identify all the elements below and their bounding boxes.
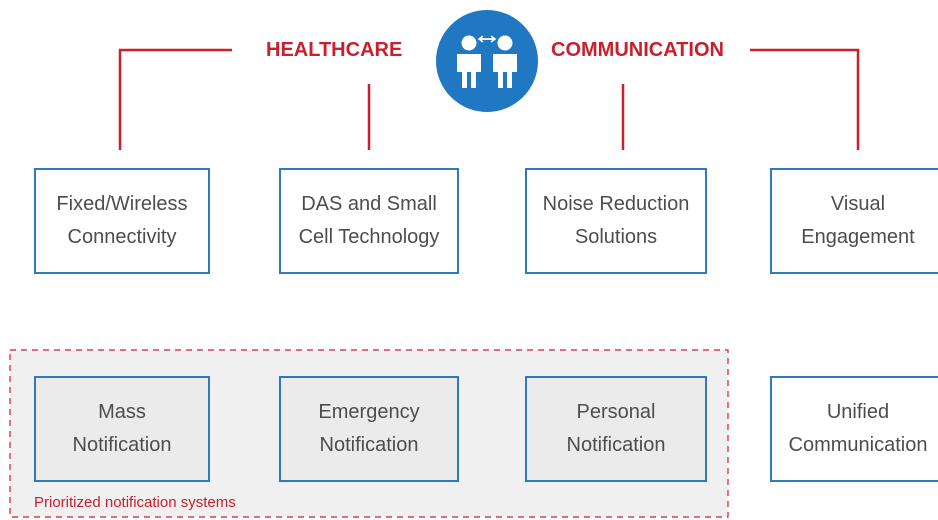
group-caption: Prioritized notification systems xyxy=(34,494,236,511)
communication-title: COMMUNICATION xyxy=(551,39,724,61)
box-emergency-notification: Emergency Notification xyxy=(279,376,459,482)
box-noise-reduction: Noise Reduction Solutions xyxy=(525,168,707,274)
box-das-small-cell: DAS and Small Cell Technology xyxy=(279,168,459,274)
group-dashed-border xyxy=(9,349,729,518)
box-fixed-wireless-connectivity: Fixed/Wireless Connectivity xyxy=(34,168,210,274)
connector-left xyxy=(118,48,232,150)
healthcare-title: HEALTHCARE xyxy=(266,39,403,61)
box-personal-notification: Personal Notification xyxy=(525,376,707,482)
connector-right xyxy=(750,48,860,150)
box-visual-engagement: Visual Engagement xyxy=(770,168,938,274)
box-mass-notification: Mass Notification xyxy=(34,376,210,482)
people-exchange-icon xyxy=(436,10,538,112)
box-unified-communication: Unified Communication xyxy=(770,376,938,482)
